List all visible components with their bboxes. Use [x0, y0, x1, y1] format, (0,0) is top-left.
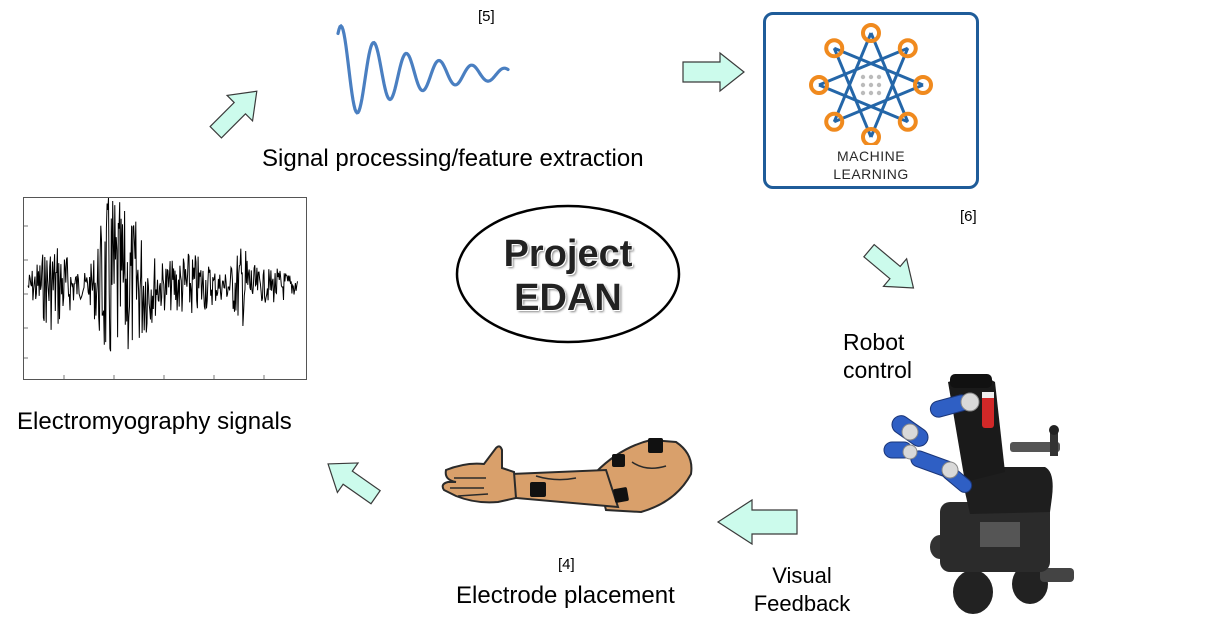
emg-label: Electromyography signals [17, 408, 292, 435]
machine-learning-logo: MACHINE LEARNING [763, 12, 979, 189]
visual-feedback-label: Visual Feedback [742, 562, 862, 618]
emg-signal-plot [23, 197, 307, 380]
arrow-robot-to-arm [716, 498, 798, 546]
ml-network-edge [818, 46, 909, 87]
ml-network-node [861, 127, 881, 145]
arm-electrode-illustration [436, 432, 700, 522]
arrow-emg-to-processing [205, 85, 269, 139]
project-title-line-2: EDAN [514, 277, 622, 319]
ml-center-dot [876, 74, 882, 80]
ml-network-edge [869, 47, 910, 138]
ml-network-edge [832, 47, 873, 138]
ml-network-edge [832, 32, 873, 123]
ml-network-node [913, 75, 933, 95]
robot-control-label: Robot control [843, 328, 912, 384]
visual-line-1: Visual [772, 563, 832, 588]
arrow-processing-to-ml [682, 51, 746, 93]
ml-center-dot [868, 90, 874, 96]
ml-center-dot [860, 90, 866, 96]
electrode-placement-label: Electrode placement [456, 582, 675, 609]
ml-network-node [897, 38, 918, 59]
project-title-line-1: Project [503, 233, 633, 275]
ml-network-edge [818, 83, 909, 124]
project-edan-ellipse: Project EDAN [455, 204, 681, 344]
reference-5: [5] [478, 8, 495, 25]
ml-network-node [824, 111, 845, 132]
ml-network-edge [833, 83, 924, 124]
visual-line-2: Feedback [753, 591, 851, 616]
ml-center-dot [860, 74, 866, 80]
robot-line-1: Robot [843, 329, 905, 355]
damped-wave-graphic [330, 12, 510, 127]
arrow-arm-to-emg [318, 452, 384, 508]
ml-network-node [897, 111, 918, 132]
signal-processing-label: Signal processing/feature extraction [262, 145, 644, 172]
robot-line-2: control [843, 357, 913, 383]
reference-6: [6] [960, 208, 977, 225]
ml-center-dot [868, 82, 874, 88]
ml-network-edge [833, 46, 924, 87]
ml-line-1: MACHINE [836, 148, 906, 164]
robotic-wheelchair-image [870, 372, 1080, 617]
ml-network-edge [869, 32, 910, 123]
ml-line-2: LEARNING [833, 166, 909, 182]
ml-center-dot [876, 82, 882, 88]
ml-center-dot [868, 74, 874, 80]
ml-network-node [861, 23, 881, 43]
ml-network-node [809, 75, 829, 95]
ml-center-dot [860, 82, 866, 88]
arrow-ml-to-robot [860, 240, 924, 300]
ml-center-dot [876, 90, 882, 96]
ml-network-node [824, 38, 845, 59]
reference-4: [4] [558, 556, 575, 573]
